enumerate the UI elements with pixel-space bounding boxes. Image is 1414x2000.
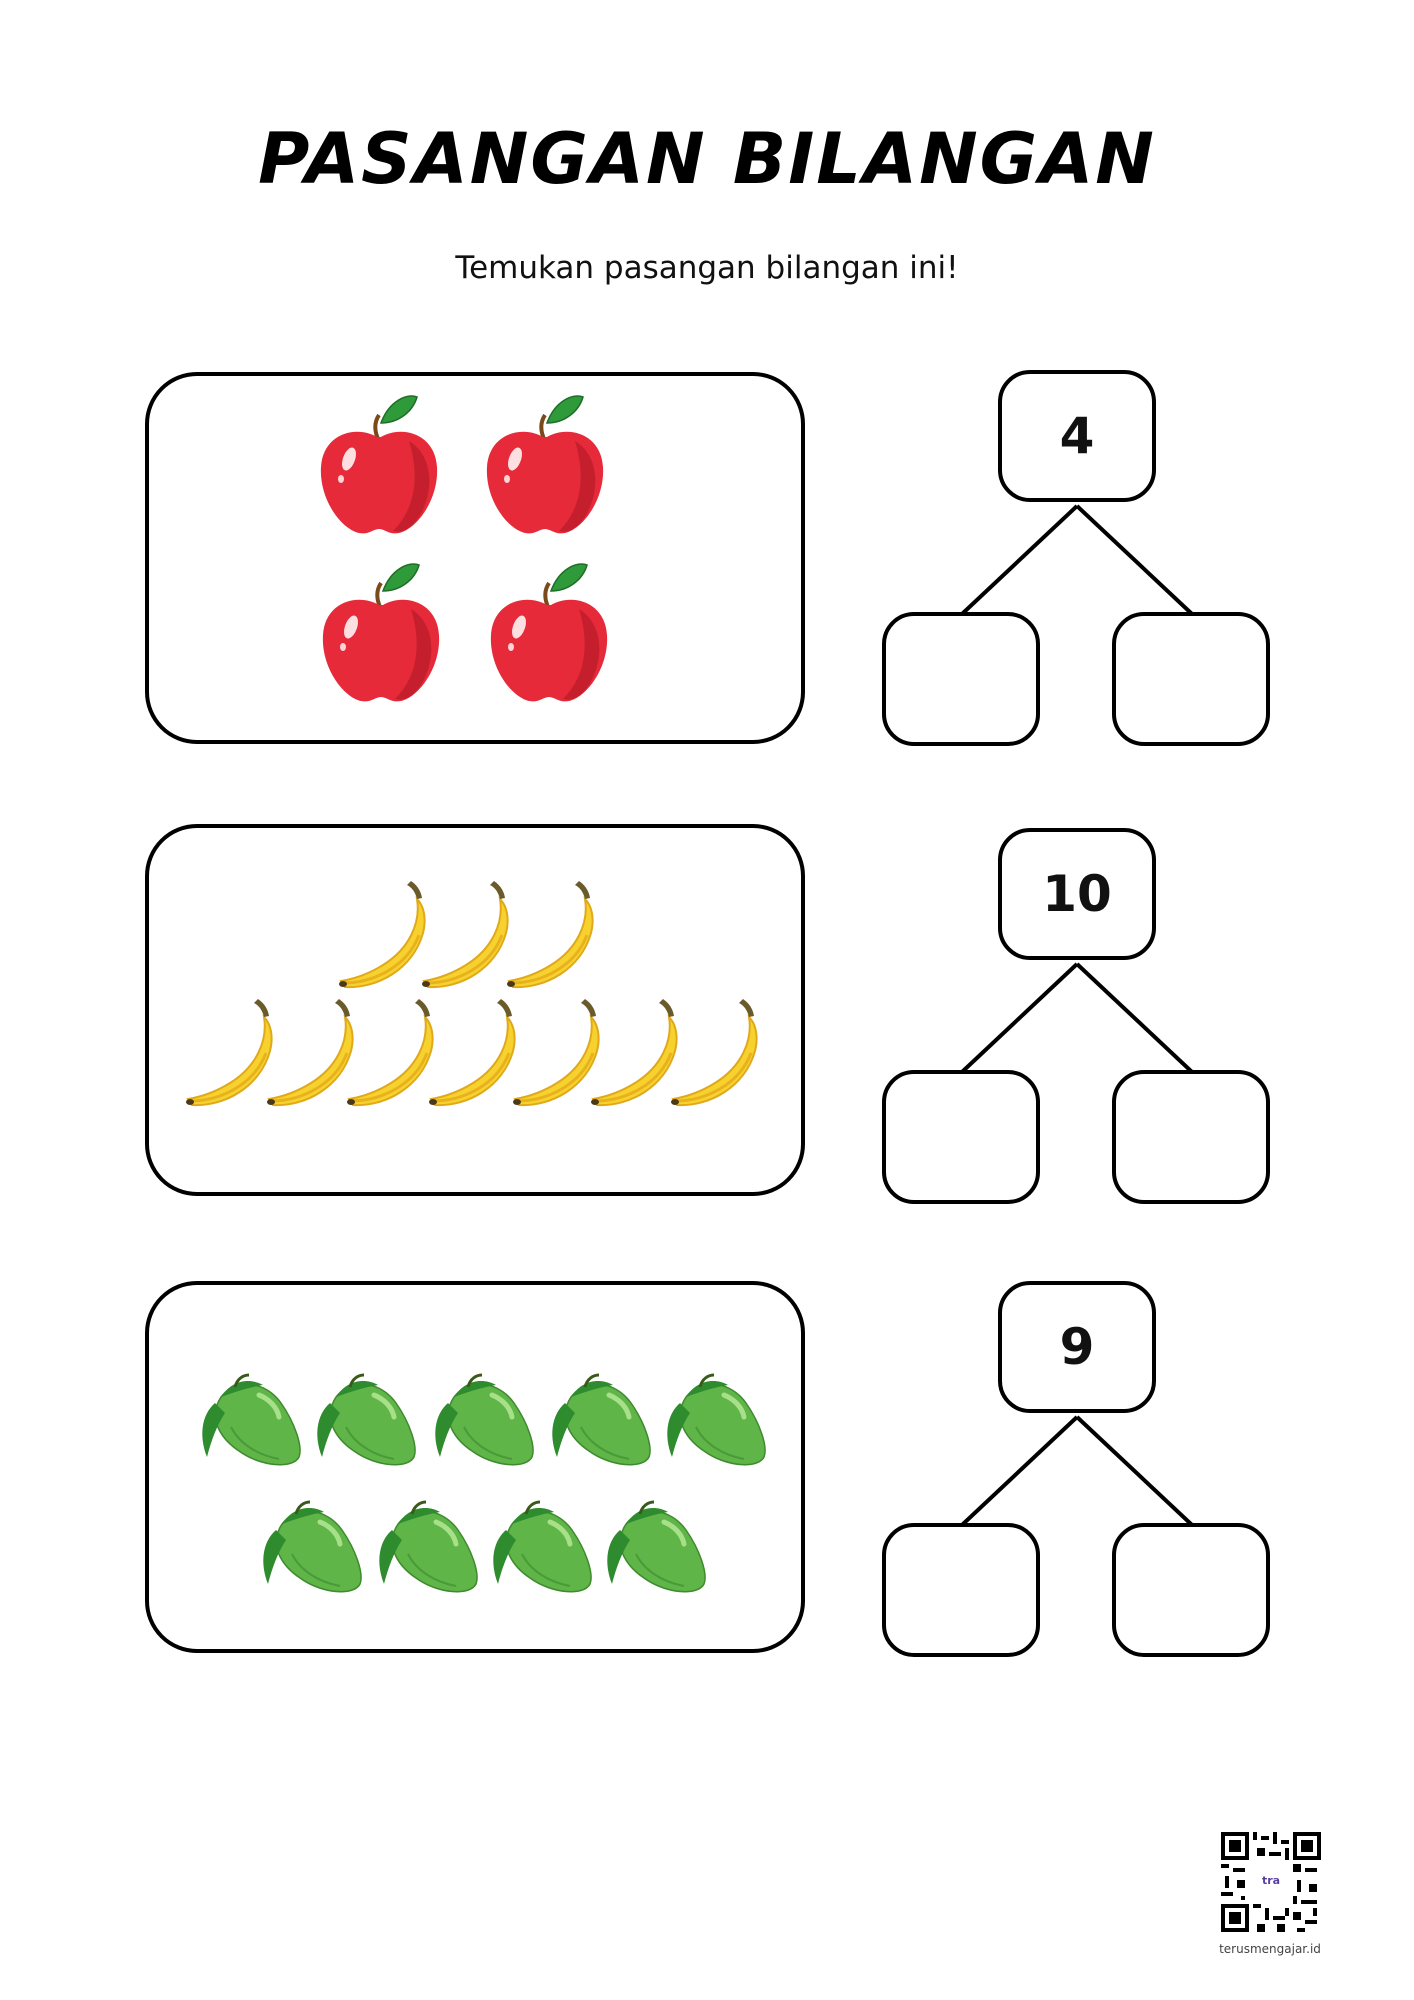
bond-part-left-box[interactable] bbox=[882, 612, 1040, 746]
bond-total-box: 9 bbox=[998, 1281, 1156, 1413]
banana-icon bbox=[505, 879, 595, 989]
number-bond-2: 10 bbox=[880, 828, 1300, 1208]
banana-icon bbox=[184, 997, 274, 1107]
bond-part-left-box[interactable] bbox=[882, 1070, 1040, 1204]
number-bond-3: 9 bbox=[880, 1281, 1300, 1661]
number-bond-1: 4 bbox=[880, 370, 1300, 750]
banana-icon bbox=[669, 997, 759, 1107]
bond-total-box: 10 bbox=[998, 828, 1156, 960]
apple-icon bbox=[318, 394, 440, 536]
mango-icon bbox=[379, 1502, 477, 1592]
banana-icon bbox=[420, 879, 510, 989]
worksheet-title: PASANGAN BILANGAN bbox=[258, 118, 1156, 200]
mango-icon bbox=[552, 1375, 650, 1465]
mango-icon bbox=[435, 1375, 533, 1465]
bond-part-right-box[interactable] bbox=[1112, 612, 1270, 746]
apple-picture-box bbox=[145, 372, 805, 744]
apple-icon bbox=[484, 394, 606, 536]
mango-picture-box bbox=[145, 1281, 805, 1653]
apple-icon bbox=[488, 562, 610, 704]
banana-icon bbox=[337, 879, 427, 989]
mango-icon bbox=[202, 1375, 300, 1465]
bond-part-right-box[interactable] bbox=[1112, 1523, 1270, 1657]
bond-lines bbox=[960, 962, 1194, 1074]
mango-icon bbox=[493, 1502, 591, 1592]
banana-picture-box bbox=[145, 824, 805, 1196]
mango-icon bbox=[317, 1375, 415, 1465]
apple-icon bbox=[320, 562, 442, 704]
qr-logo-badge: tra bbox=[1255, 1866, 1287, 1894]
banana-icon bbox=[265, 997, 355, 1107]
banana-icon bbox=[589, 997, 679, 1107]
mango-group bbox=[149, 1285, 809, 1657]
qr-code[interactable]: tra bbox=[1221, 1832, 1321, 1932]
banana-group bbox=[184, 879, 759, 1107]
banana-icon bbox=[345, 997, 435, 1107]
banana-icon bbox=[511, 997, 601, 1107]
mango-icon bbox=[607, 1502, 705, 1592]
bond-total-box: 4 bbox=[998, 370, 1156, 502]
bond-lines bbox=[960, 1415, 1194, 1527]
bond-part-right-box[interactable] bbox=[1112, 1070, 1270, 1204]
apple-group bbox=[318, 394, 610, 704]
bond-part-left-box[interactable] bbox=[882, 1523, 1040, 1657]
worksheet-instructions: Temukan pasangan bilangan ini! bbox=[455, 250, 959, 286]
qr-code-pattern bbox=[1221, 1832, 1321, 1932]
bond-lines bbox=[960, 504, 1194, 616]
mango-icon bbox=[263, 1502, 361, 1592]
mango-icon bbox=[667, 1375, 765, 1465]
website-footer: terusmengajar.id bbox=[1219, 1942, 1321, 1956]
banana-icon bbox=[427, 997, 517, 1107]
